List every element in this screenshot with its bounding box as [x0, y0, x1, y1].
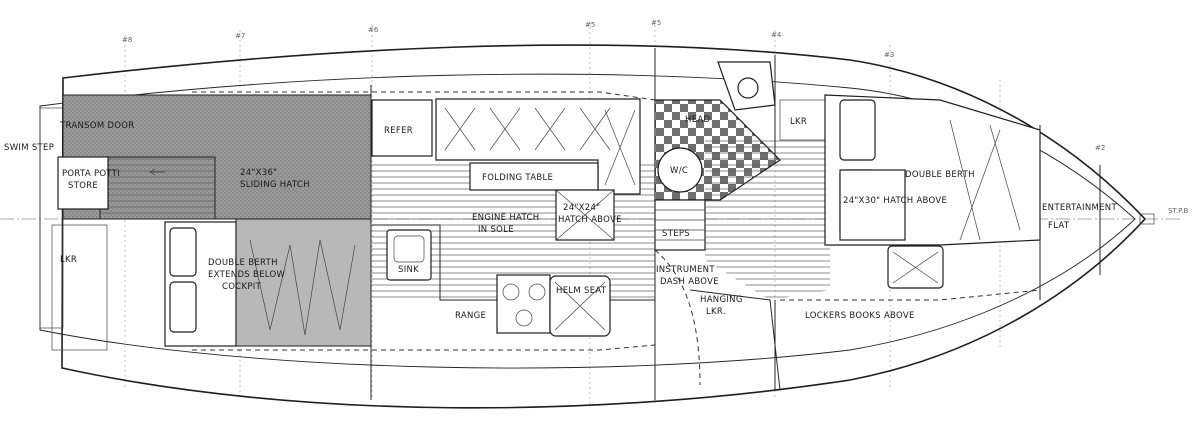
head-sink: [737, 77, 759, 99]
label-head: HEAD: [685, 115, 710, 125]
burner-2: [528, 283, 546, 301]
forward-berth-pillow-1: [839, 99, 876, 161]
label-double-berth-fwd: DOUBLE BERTH: [905, 170, 975, 180]
forward-seat: [887, 245, 944, 289]
sliding-hatch-arrow: [149, 168, 165, 176]
forward-berth-shading: [949, 119, 1021, 241]
stem-fitting: [1139, 213, 1155, 225]
label-wc: W/C: [670, 166, 688, 176]
label-lockers: LOCKERS BOOKS ABOVE: [805, 311, 915, 321]
label-transom-door: TRANSOM DOOR: [59, 121, 134, 131]
lockers-outline: [780, 289, 1041, 301]
label-swim-step: SWIM STEP: [4, 143, 54, 153]
label-hanging-lkr: LKR.: [706, 307, 726, 317]
label-lkr-aft: LKR: [60, 255, 77, 265]
instrument-dash: [654, 249, 701, 386]
label-range: RANGE: [455, 311, 486, 321]
label-sink: SINK: [398, 265, 419, 275]
label-double-berth-aft: DOUBLE BERTH: [208, 258, 278, 268]
sole-planking-aft: [99, 156, 216, 220]
label-engine-hatch: ENGINE HATCH: [472, 213, 539, 223]
burner-3: [515, 309, 533, 327]
label-lkr-fwd: LKR: [790, 117, 807, 127]
station-label-5b: #5: [651, 19, 661, 27]
label-in-sole: IN SOLE: [478, 225, 514, 235]
burner-1: [502, 283, 520, 301]
label-stem-note: ST.P.B: [1168, 207, 1188, 215]
label-mid-hatch-size: 24"X24": [563, 203, 600, 213]
station-label-3: #3: [884, 51, 894, 59]
label-folding-table: FOLDING TABLE: [482, 173, 553, 183]
aft-berth-pillow-2: [169, 281, 197, 333]
forward-sole: [705, 140, 830, 300]
settee-tufting: [444, 107, 636, 186]
folding-table: [469, 162, 599, 191]
label-fwd-hatch-above: 24"X30" HATCH ABOVE: [843, 196, 947, 206]
porta-potti-box: [57, 156, 109, 210]
deck-overhead-line: [192, 91, 656, 101]
station-label-2: #2: [1095, 144, 1105, 152]
label-sliding-hatch: SLIDING HATCH: [240, 180, 310, 190]
deck-overhead-line-2: [192, 344, 656, 351]
aft-locker: [51, 224, 108, 351]
label-cockpit: COCKPIT: [222, 282, 262, 292]
label-porta-potti-2: STORE: [68, 181, 98, 191]
forward-hatch: [839, 169, 906, 241]
refer-box: [371, 99, 433, 157]
label-helm-seat: HELM SEAT: [556, 286, 607, 296]
label-sliding-hatch-size: 24"X36": [240, 168, 277, 178]
wc-toilet: [657, 147, 703, 193]
label-entertainment-flat: FLAT: [1048, 221, 1070, 231]
label-refer: REFER: [384, 126, 413, 136]
label-steps: STEPS: [662, 229, 690, 239]
station-label-5a: #5: [585, 21, 595, 29]
station-label-8: #8: [122, 36, 132, 44]
label-extends-below: EXTENDS BELOW: [208, 270, 286, 280]
galley-sink: [386, 229, 432, 281]
label-mid-hatch-above: HATCH ABOVE: [558, 215, 622, 225]
label-hanging: HANGING: [700, 295, 743, 305]
station-label-4: #4: [771, 31, 782, 39]
companionway-steps: [654, 199, 706, 251]
hanging-locker: [689, 289, 781, 391]
station-label-6: #6: [368, 26, 379, 34]
aft-berth-pillow-1: [169, 227, 197, 277]
aft-berth-shading: [249, 239, 356, 336]
galley-range: [496, 274, 551, 334]
label-porta-potti: PORTA POTTI: [62, 169, 120, 179]
label-entertainment: ENTERTAINMENT: [1042, 203, 1117, 213]
label-dash-above: DASH ABOVE: [660, 277, 719, 287]
swim-step: [39, 107, 64, 329]
label-instrument: INSTRUMENT: [656, 265, 715, 275]
station-label-7: #7: [235, 32, 245, 40]
